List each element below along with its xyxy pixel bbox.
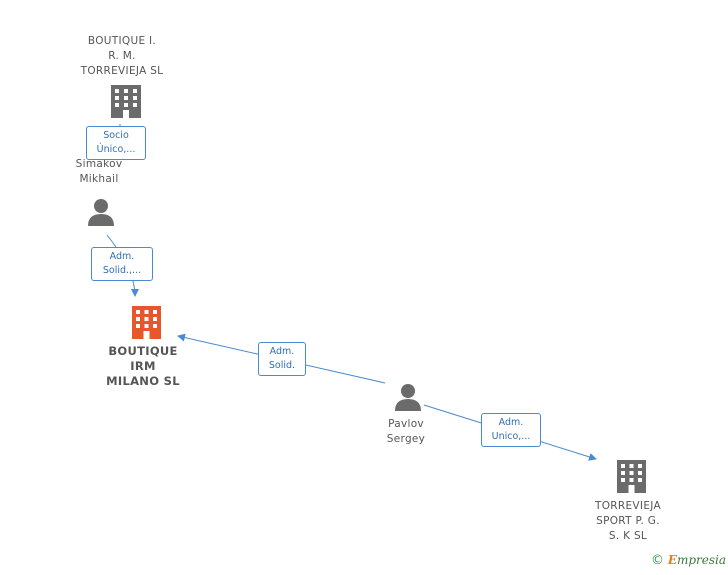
person-label-simakov[interactable]: Simakov Mikhail — [75, 158, 123, 185]
brand-name-initial: E — [667, 553, 677, 567]
company-label-boutique-irm-torrevieja[interactable]: BOUTIQUE I. R. M. TORREVIEJA SL — [80, 35, 164, 77]
brand-name-rest: mpresia — [676, 553, 727, 567]
company-label-torrevieja-sport[interactable]: TORREVIEJA SPORT P. G. S. K SL — [595, 500, 661, 542]
edge-label-adm-solid-2[interactable]: Adm. Solid. — [258, 342, 306, 376]
person-label-pavlov[interactable]: Pavlov Sergey — [386, 418, 426, 445]
building-icon[interactable] — [617, 460, 646, 493]
edge-label-adm-solid[interactable]: Adm. Solid.,... — [91, 247, 153, 281]
person-icon[interactable] — [88, 199, 114, 226]
company-label-boutique-irm-milano[interactable]: BOUTIQUE IRM MILANO SL — [106, 344, 180, 388]
copyright-symbol: © — [651, 553, 664, 568]
person-icon[interactable] — [395, 384, 421, 411]
main-building-icon[interactable] — [132, 306, 161, 339]
building-icon[interactable] — [111, 85, 141, 118]
edge-label-socio-unico[interactable]: Socio Único,... — [86, 126, 146, 160]
edge-label-adm-unico[interactable]: Adm. Unico,... — [481, 413, 541, 447]
empresia-logo[interactable]: © Empresia — [651, 553, 726, 568]
